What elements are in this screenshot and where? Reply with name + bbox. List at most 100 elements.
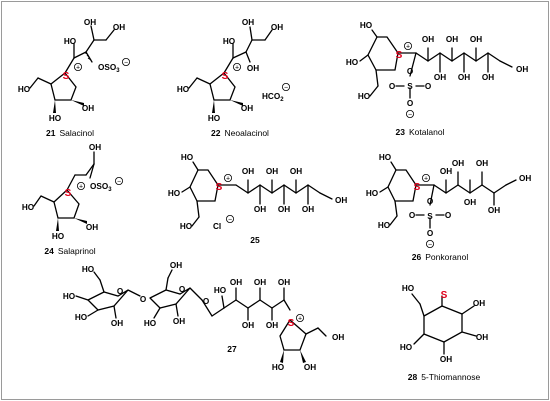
svg-text:O: O — [425, 82, 432, 91]
svg-text:O: O — [407, 99, 414, 108]
svg-text:OH: OH — [302, 205, 314, 214]
svg-text:HO: HO — [49, 114, 62, 123]
svg-text:OH: OH — [440, 167, 452, 176]
svg-text:OH: OH — [170, 261, 182, 270]
svg-text:OH: OH — [242, 18, 254, 27]
svg-text:HO: HO — [214, 286, 227, 295]
svg-text:HO: HO — [82, 265, 95, 274]
svg-text:+: + — [226, 176, 230, 183]
svg-text:OH: OH — [290, 167, 302, 176]
svg-text:OH: OH — [464, 198, 476, 207]
svg-text:S: S — [65, 188, 72, 199]
svg-text:OH: OH — [266, 167, 278, 176]
svg-text:O: O — [179, 285, 186, 294]
svg-text:OH: OH — [446, 35, 458, 44]
svg-text:OH: OH — [254, 205, 266, 214]
svg-text:HO: HO — [400, 343, 413, 352]
structure-26-ponkoranol: S + HO HO HO OH OH OH OH OH OH O S O O O… — [366, 153, 532, 262]
svg-text:HO: HO — [346, 58, 359, 67]
svg-text:OH: OH — [241, 104, 253, 113]
svg-text:HO: HO — [177, 85, 190, 94]
svg-text:HO: HO — [360, 21, 373, 30]
svg-text:HO: HO — [358, 92, 371, 101]
svg-text:OH: OH — [452, 159, 464, 168]
svg-text:OH: OH — [254, 278, 266, 287]
chloride-counterion: Cl — [213, 222, 221, 231]
svg-text:S: S — [288, 318, 295, 329]
svg-text:HO: HO — [208, 114, 221, 123]
svg-text:HO: HO — [366, 189, 379, 198]
caption-27: 27 — [227, 344, 237, 354]
structure-23-kotalanol: S + HO HO HO OH OH OH OH OH OH OH O S O … — [346, 21, 529, 137]
svg-text:−: − — [428, 242, 432, 249]
svg-text:OH: OH — [111, 319, 123, 328]
svg-text:HO: HO — [18, 85, 31, 94]
svg-text:S: S — [427, 212, 433, 221]
svg-text:OH: OH — [271, 23, 283, 32]
svg-text:+: + — [79, 184, 83, 191]
svg-text:OH: OH — [266, 321, 278, 330]
svg-text:+: + — [406, 44, 410, 51]
svg-text:O: O — [409, 211, 416, 220]
svg-text:OH: OH — [458, 73, 470, 82]
svg-text:OH: OH — [440, 355, 452, 364]
svg-text:+: + — [424, 176, 428, 183]
structure-27: O HO HO HO OH O O OH HO OH O HO OH OH — [63, 261, 345, 372]
svg-text:−: − — [284, 85, 288, 92]
svg-text:OH: OH — [335, 196, 347, 205]
svg-text:HO: HO — [22, 203, 35, 212]
svg-text:OH: OH — [332, 333, 344, 342]
sulfur-atom: S — [63, 71, 70, 82]
svg-text:O: O — [427, 197, 434, 206]
svg-text:HO: HO — [379, 153, 392, 162]
svg-text:O: O — [427, 229, 434, 238]
svg-text:OH: OH — [488, 206, 500, 215]
svg-text:−: − — [124, 60, 128, 67]
svg-text:OH: OH — [247, 64, 259, 73]
svg-text:OH: OH — [482, 73, 494, 82]
svg-text:S: S — [222, 71, 229, 82]
svg-text:HO: HO — [75, 313, 88, 322]
svg-text:S: S — [396, 50, 403, 61]
svg-text:O: O — [140, 295, 147, 304]
svg-text:HO: HO — [52, 232, 65, 241]
svg-text:OH: OH — [519, 174, 531, 183]
caption-25: 25 — [250, 235, 260, 245]
svg-text:HO: HO — [181, 153, 194, 162]
svg-text:S: S — [414, 182, 421, 193]
svg-text:HO: HO — [223, 37, 236, 46]
svg-text:OH: OH — [476, 333, 488, 342]
svg-text:OH: OH — [173, 317, 185, 326]
svg-text:O: O — [203, 297, 210, 306]
svg-text:HO: HO — [402, 284, 415, 293]
sulfate-group: OSO3 — [98, 63, 120, 74]
structure-25: S + HO HO HO OH OH OH OH OH OH OH Cl − 2… — [168, 153, 348, 245]
svg-text:OH: OH — [89, 143, 101, 152]
svg-text:OH: OH — [242, 321, 254, 330]
svg-text:HO: HO — [168, 189, 181, 198]
svg-text:HO: HO — [144, 319, 157, 328]
svg-text:OH: OH — [434, 73, 446, 82]
svg-text:OH: OH — [86, 223, 98, 232]
svg-text:HO: HO — [272, 363, 285, 372]
formate-counterion: HCO2 — [262, 92, 284, 103]
svg-text:OH: OH — [516, 65, 528, 74]
svg-text:OH: OH — [84, 18, 96, 27]
svg-text:S: S — [216, 182, 223, 193]
svg-text:OH: OH — [304, 363, 316, 372]
svg-text:−: − — [408, 112, 412, 119]
svg-text:S: S — [441, 290, 448, 301]
svg-text:OH: OH — [113, 23, 125, 32]
svg-text:O: O — [117, 287, 124, 296]
svg-text:OH: OH — [422, 35, 434, 44]
